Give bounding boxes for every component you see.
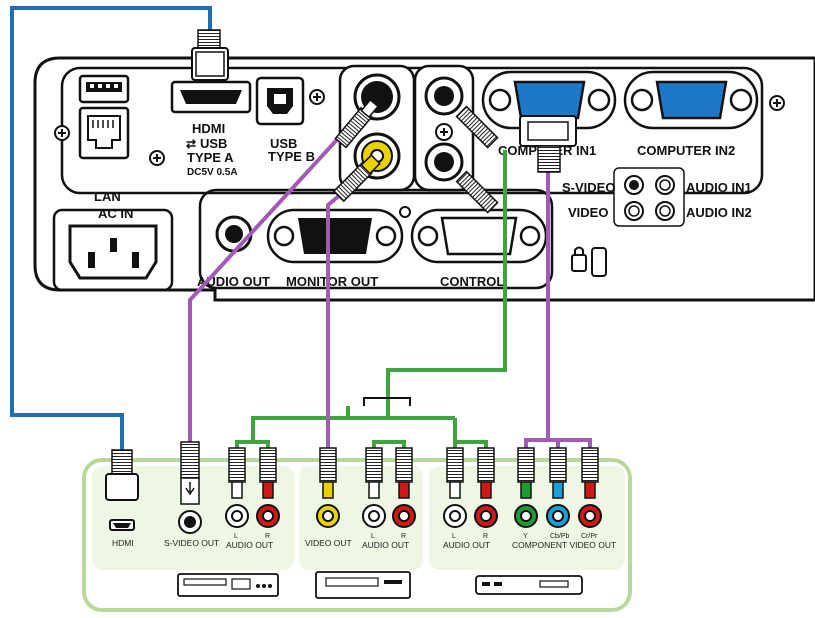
- label-audio-out: AUDIO OUT: [197, 274, 270, 289]
- kensington-lock-icon: [571, 246, 607, 277]
- label-ac-in: AC IN: [98, 206, 133, 221]
- label-control: CONTROL: [440, 274, 504, 289]
- hdmi-cable: [10, 6, 212, 452]
- audio-cables: [235, 150, 507, 450]
- screw-icon: [54, 89, 785, 166]
- label-audio-in2: AUDIO IN2: [686, 205, 752, 220]
- dev2-audio-out: AUDIO OUT: [362, 540, 409, 550]
- ac-inlet: [68, 224, 158, 280]
- label-usb-b-line2: TYPE B: [268, 149, 315, 164]
- label-lan: LAN: [94, 189, 121, 204]
- label-usb-a-power: DC5V 0.5A: [187, 167, 238, 178]
- dev3-component-label: COMPONENT VIDEO OUT: [512, 540, 616, 550]
- dev3-audio-r: R: [483, 533, 488, 540]
- set-top-box-icon: [475, 575, 583, 595]
- hdmi-port: [170, 80, 252, 114]
- computer-in1-port: [481, 70, 617, 130]
- projector-plugs: [191, 29, 577, 214]
- device-labels: HDMI S-VIDEO OUT L R AUDIO OUT VIDEO OUT…: [112, 533, 616, 550]
- dev2-audio-r: R: [401, 533, 406, 540]
- dev1-svideo-label: S-VIDEO OUT: [164, 538, 219, 548]
- usb-a-port: [78, 74, 130, 104]
- lan-port: [78, 106, 130, 160]
- label-video: VIDEO: [568, 205, 608, 220]
- label-audio-in1: AUDIO IN1: [686, 180, 752, 195]
- dev3-cb-pb: Cb/Pb: [550, 533, 570, 540]
- label-usb-a-line2: TYPE A: [187, 150, 234, 165]
- dev3-audio-l: L: [452, 533, 456, 540]
- dev2-audio-l: L: [371, 533, 375, 540]
- device-plugs: [105, 441, 599, 531]
- label-usb-a-line1: USB: [200, 136, 227, 151]
- av-input-cluster: [338, 64, 475, 192]
- dev1-audio-r: R: [265, 533, 270, 540]
- dev1-hdmi-label: HDMI: [112, 538, 134, 548]
- vcr-icon: [315, 571, 411, 599]
- dev1-audio-out: AUDIO OUT: [226, 540, 273, 550]
- side-port-legend: [613, 167, 685, 227]
- computer-in2-port: [623, 70, 759, 130]
- label-computer-in2: COMPUTER IN2: [637, 143, 735, 158]
- device-jacks: [178, 504, 602, 534]
- dev3-cr-pr: Cr/Pr: [581, 533, 598, 540]
- label-hdmi: HDMI: [192, 121, 225, 136]
- dev3-y: Y: [523, 533, 528, 540]
- label-monitor-out: MONITOR OUT: [286, 274, 378, 289]
- output-cluster: [215, 206, 548, 264]
- dev3-audio-out: AUDIO OUT: [443, 540, 490, 550]
- audio-bracket: [363, 397, 411, 406]
- label-s-video: S-VIDEO: [562, 180, 615, 195]
- dvd-recorder-icon: [177, 573, 279, 597]
- usb-arrow-icon: ⇄: [186, 137, 196, 151]
- dev1-audio-l: L: [234, 533, 238, 540]
- dev2-video-label: VIDEO OUT: [305, 538, 352, 548]
- video-cables: [188, 118, 592, 450]
- label-usb-b-line1: USB: [270, 136, 297, 151]
- usb-b-port: [255, 76, 305, 126]
